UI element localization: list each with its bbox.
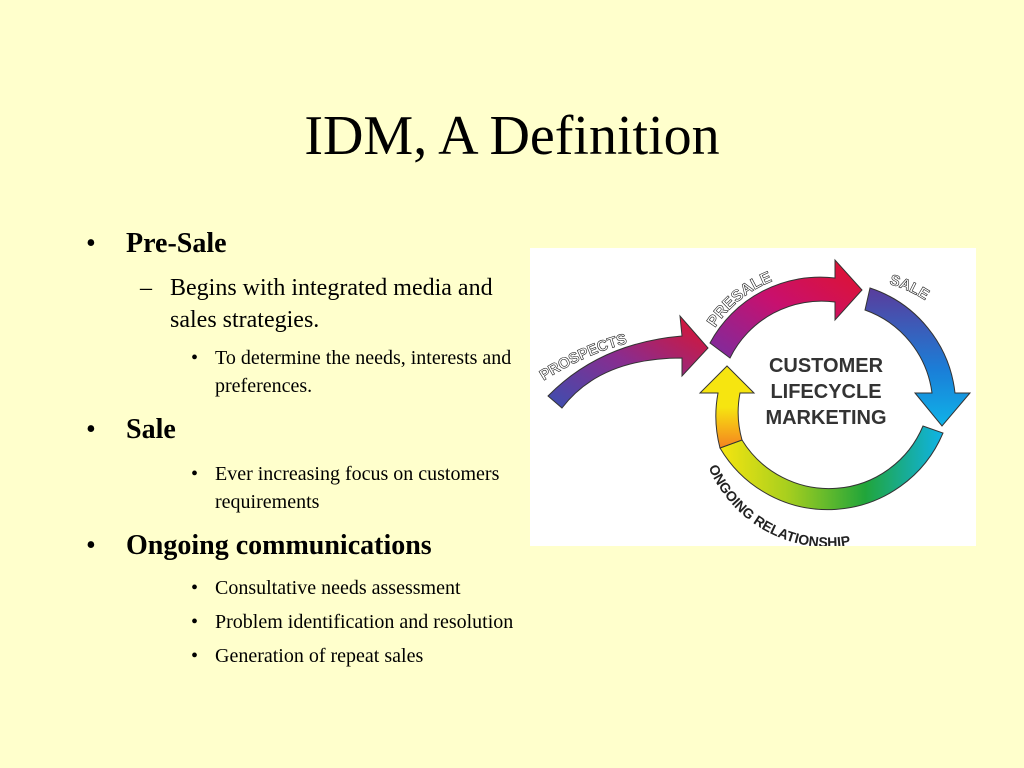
sale-arrow bbox=[864, 287, 972, 427]
ongoing-arrow bbox=[719, 425, 944, 511]
presale-detail: To determine the needs, interests and pr… bbox=[191, 344, 524, 400]
center-line-2: LIFECYCLE bbox=[770, 381, 881, 403]
presale-arrow bbox=[709, 258, 863, 359]
lifecycle-graphic: PROSPECTS PRESALE SALE ONGOING RELATIONS… bbox=[536, 258, 972, 546]
sale-detail: Ever increasing focus on customers requi… bbox=[191, 460, 524, 516]
presale-subpoint: Begins with integrated media and sales s… bbox=[140, 272, 524, 336]
ongoing-detail-2: Problem identification and resolution bbox=[191, 608, 524, 636]
ongoing-detail-1: Consultative needs assessment bbox=[191, 574, 524, 602]
return-arrow bbox=[698, 365, 756, 449]
customer-lifecycle-diagram: PROSPECTS PRESALE SALE ONGOING RELATIONS… bbox=[530, 248, 976, 546]
center-line-3: MARKETING bbox=[765, 407, 886, 429]
ongoing-detail-3: Generation of repeat sales bbox=[191, 642, 524, 670]
bullet-sale: Sale bbox=[84, 412, 524, 448]
slide-title: IDM, A Definition bbox=[304, 105, 720, 167]
bullet-presale: Pre-Sale bbox=[84, 226, 524, 262]
bullet-ongoing: Ongoing communications bbox=[84, 528, 524, 564]
prospects-arrow bbox=[547, 314, 709, 409]
center-line-1: CUSTOMER bbox=[769, 355, 884, 377]
bullet-list: Pre-Sale Begins with integrated media an… bbox=[84, 226, 524, 670]
